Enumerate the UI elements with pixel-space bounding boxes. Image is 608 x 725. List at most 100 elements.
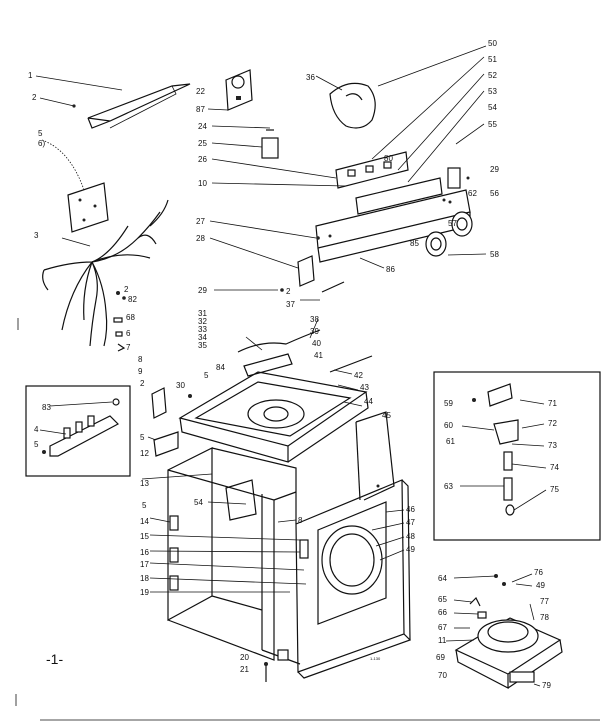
callout: 8 <box>298 516 303 525</box>
callout: 33 <box>198 325 207 334</box>
callout: 14 <box>140 517 149 526</box>
motor-base-assembly <box>454 574 563 689</box>
callout: 61 <box>446 437 455 446</box>
callout: 35 <box>198 341 207 350</box>
timer-switch <box>261 129 279 159</box>
callout: 17 <box>140 560 149 569</box>
hinge-bracket <box>297 255 315 287</box>
callout: 47 <box>406 518 415 527</box>
callout: 60 <box>444 421 453 430</box>
callout: 41 <box>314 351 323 360</box>
callout: 40 <box>312 339 321 348</box>
mounting-plate <box>67 182 109 233</box>
callout: 70 <box>438 671 447 680</box>
callout: 15 <box>140 532 149 541</box>
callout: 7 <box>126 343 131 352</box>
callout: 53 <box>488 87 497 96</box>
callout: 5 <box>142 501 147 510</box>
callout: 28 <box>196 234 205 243</box>
callout: 44 <box>364 397 373 406</box>
callout: 31 <box>198 309 207 318</box>
callout: 4 <box>34 425 39 434</box>
callout: 57 <box>448 219 457 228</box>
callout: 29 <box>490 165 499 174</box>
callout: 2 <box>286 287 291 296</box>
switch-bracket <box>225 69 253 111</box>
callout: 67 <box>438 623 447 632</box>
callout: 59 <box>444 399 453 408</box>
callout: 5 <box>204 371 209 380</box>
callout: 2 <box>124 285 129 294</box>
callout: 37 <box>286 300 295 309</box>
callout: 42 <box>354 371 363 380</box>
callout: 38 <box>310 315 319 324</box>
page-number: -1- <box>46 651 63 667</box>
callout: 78 <box>540 613 549 622</box>
selector-knobs <box>425 167 473 257</box>
callout: 16 <box>140 548 149 557</box>
callout: 82 <box>128 295 137 304</box>
callout: 62 <box>468 189 477 198</box>
callout: 5 <box>38 129 43 138</box>
figure-code: 1-130 <box>370 656 381 661</box>
callout: 72 <box>548 419 557 428</box>
callout: 54 <box>488 103 497 112</box>
callout: 65 <box>438 595 447 604</box>
right-inset-box <box>433 371 601 541</box>
callout: 74 <box>550 463 559 472</box>
callout: 1 <box>28 71 33 80</box>
callout: 45 <box>382 411 391 420</box>
callout: 22 <box>196 87 205 96</box>
callout: 49 <box>406 545 415 554</box>
callout: 79 <box>542 681 551 690</box>
callout: 87 <box>196 105 205 114</box>
callout: 73 <box>548 441 557 450</box>
switch-panel <box>335 151 443 215</box>
callout: 83 <box>42 403 51 412</box>
callout: 52 <box>488 71 497 80</box>
callout: 84 <box>216 363 225 372</box>
wiring-harness <box>42 199 169 347</box>
callout: 34 <box>198 333 207 342</box>
callout: 11 <box>438 636 447 645</box>
callout-labels: 1 2 5 6) 3 2 82 68 6 7 22 87 24 25 26 10… <box>28 39 559 690</box>
callout: 75 <box>550 485 559 494</box>
callout: 5 <box>140 433 145 442</box>
callout: 58 <box>490 250 499 259</box>
callout: 71 <box>548 399 557 408</box>
callout: 6 <box>126 329 131 338</box>
callout: 32 <box>198 317 207 326</box>
callout: 76 <box>534 568 543 577</box>
callout: 29 <box>198 286 207 295</box>
front-panel <box>295 479 412 679</box>
callout: 39 <box>310 327 319 336</box>
callout: 26 <box>198 155 207 164</box>
callout: 20 <box>240 653 249 662</box>
top-trim-strip <box>87 83 191 129</box>
callout: 25 <box>198 139 207 148</box>
callout: 49 <box>536 581 545 590</box>
callout: 50 <box>488 39 497 48</box>
callout: 77 <box>540 597 549 606</box>
leveling-foot <box>264 649 289 682</box>
callout: 13 <box>140 479 149 488</box>
callout: 86 <box>386 265 395 274</box>
fill-hose-cover <box>329 82 376 129</box>
callout: 2 <box>140 379 145 388</box>
latch-parts <box>151 387 192 457</box>
callout: 24 <box>198 122 207 131</box>
side-panel <box>355 411 395 501</box>
callout: 19 <box>140 588 149 597</box>
callout: 54 <box>194 498 203 507</box>
callout: 80 <box>384 154 393 163</box>
control-console <box>315 189 471 263</box>
callout: 85 <box>410 239 419 248</box>
callout: 8 <box>138 355 143 364</box>
callout: 2 <box>32 93 37 102</box>
callout: 43 <box>360 383 369 392</box>
callout: 18 <box>140 574 149 583</box>
callout: 3 <box>34 231 39 240</box>
small-hardware-column <box>113 291 126 352</box>
callout: 64 <box>438 574 447 583</box>
